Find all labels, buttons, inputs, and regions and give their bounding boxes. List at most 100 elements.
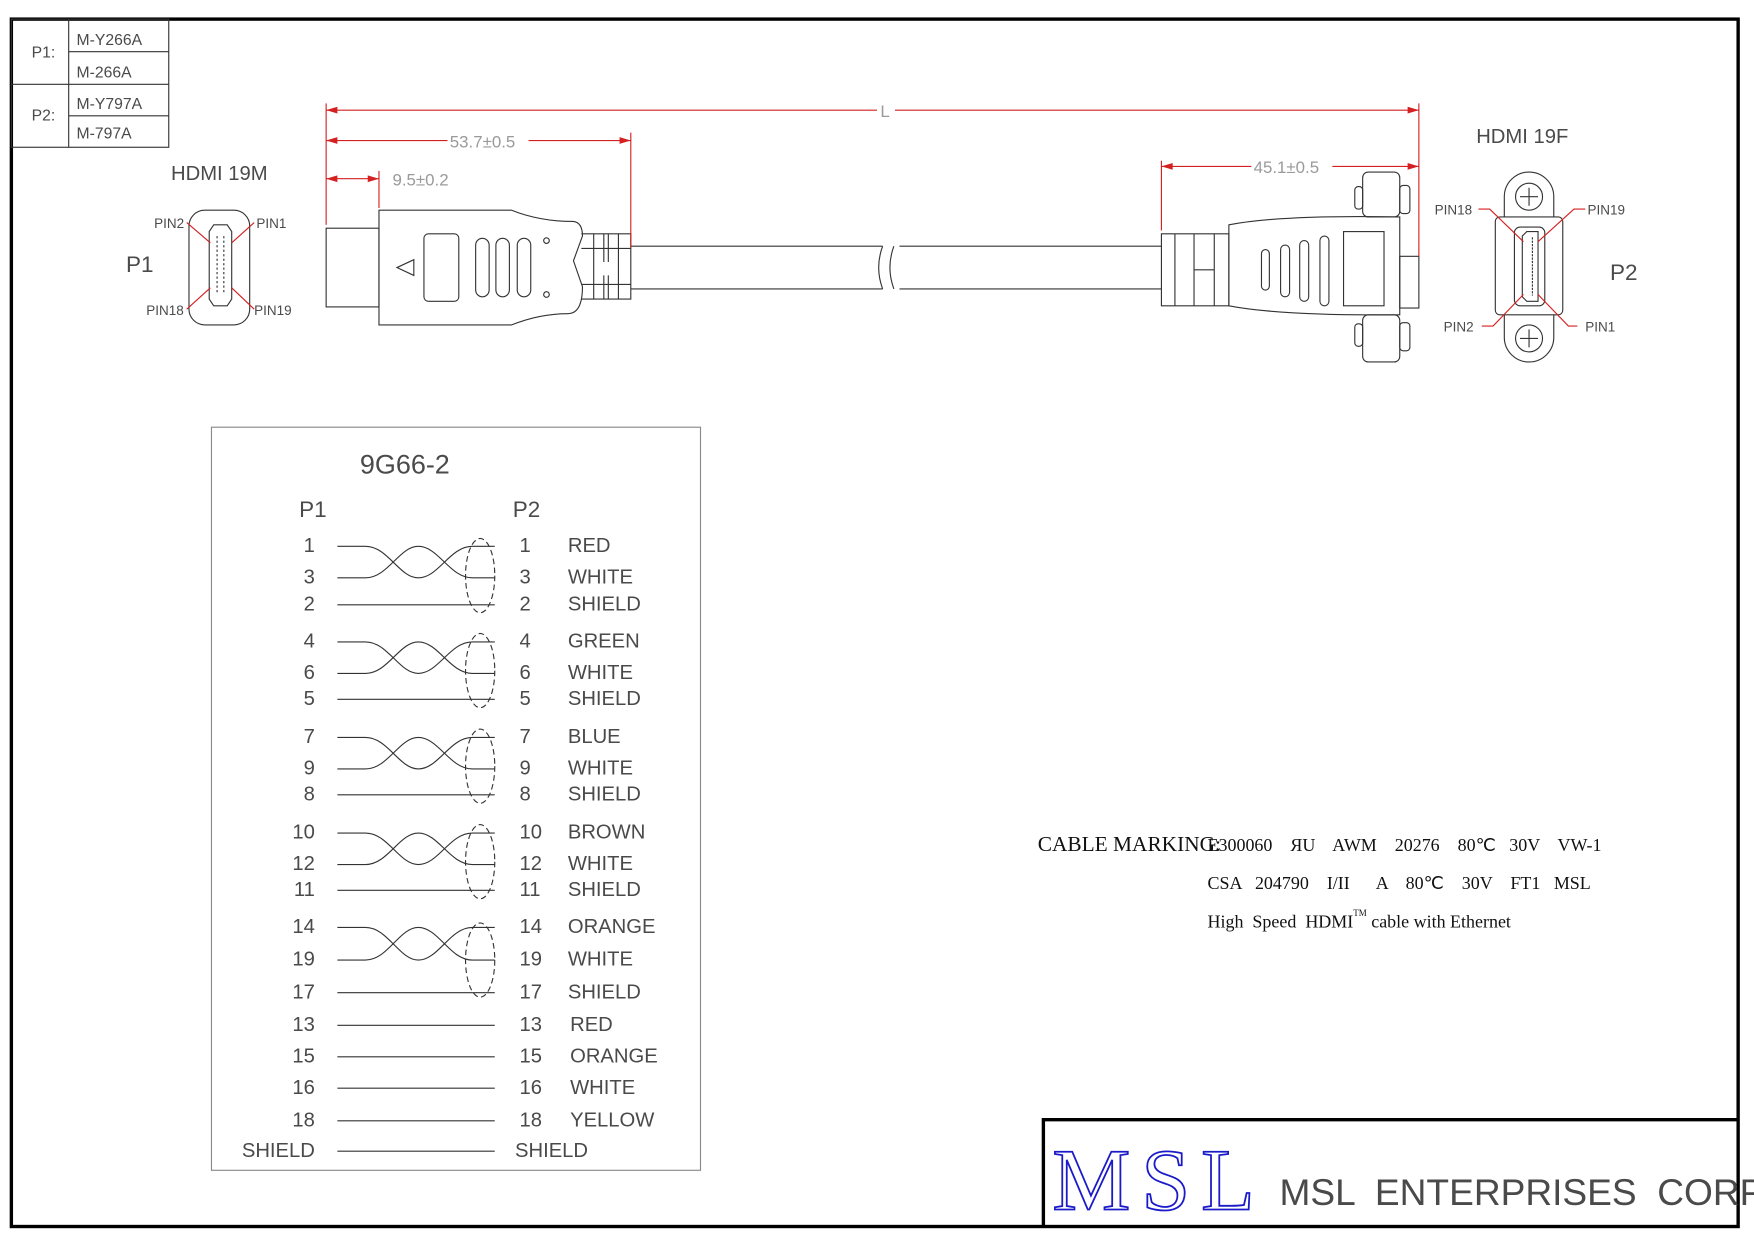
wiring-p2-header: P2	[513, 497, 540, 522]
p1-pin-number: 10	[292, 822, 314, 844]
twisted-pair-wire	[337, 736, 495, 770]
p2-pin-number: 5	[520, 688, 531, 710]
p1-pin-number: 2	[304, 593, 315, 615]
cable-marking-line: High Speed HDMITM cable with Ethernet	[1208, 908, 1511, 931]
shield-ellipse	[464, 824, 496, 900]
twisted-pair-wire	[337, 926, 495, 961]
parts-table-p2-label: P2:	[32, 107, 56, 124]
twisted-pair-wire	[337, 926, 495, 961]
p1-label: P1	[126, 252, 153, 277]
p1-pin-number: 5	[304, 688, 315, 710]
wiring-title: 9G66-2	[360, 449, 450, 479]
p2-pin-number: 15	[520, 1045, 543, 1067]
p2-pin-number: SHIELD	[515, 1140, 588, 1162]
parts-table-part: M-797A	[77, 125, 133, 142]
p1-pin-label: PIN18	[146, 303, 183, 318]
twisted-pair-wire	[337, 832, 495, 866]
shield-ellipse	[464, 632, 496, 709]
p1-pin-number: 16	[292, 1077, 314, 1099]
shield-ellipse	[464, 537, 496, 614]
p2-pin-label: PIN2	[1444, 320, 1474, 335]
p1-pin-number: 3	[304, 566, 315, 588]
p2-title: HDMI 19F	[1476, 126, 1568, 148]
msl-logo: MSL	[1052, 1132, 1254, 1229]
wire-color-label: SHIELD	[568, 981, 641, 1003]
company-name: MSL ENTERPRISES CORP.	[1279, 1171, 1754, 1213]
wire-color-label: BROWN	[568, 822, 646, 844]
p2-pin-label: PIN1	[1585, 320, 1615, 335]
parts-table-part: M-Y266A	[77, 32, 143, 49]
p2-pin-number: 1	[520, 535, 531, 557]
p2-label: P2	[1610, 260, 1637, 285]
parts-table-p1-label: P1:	[32, 44, 56, 61]
twisted-pair-wire	[337, 545, 495, 579]
wire-color-label: RED	[568, 535, 611, 557]
cable-marking-label: CABLE MARKING:	[1038, 832, 1221, 856]
p2-pin-number: 12	[520, 853, 543, 875]
p1-pin-number: 14	[292, 916, 314, 938]
p2-pin-label: PIN19	[1587, 203, 1624, 218]
dimension-overall-length: L	[880, 102, 889, 121]
twisted-pair-wire	[337, 641, 495, 674]
p1-pin-number: 19	[292, 949, 314, 971]
wire-color-label: BLUE	[568, 726, 621, 748]
twisted-pair-wire	[337, 736, 495, 770]
p2-pin-number: 9	[520, 758, 531, 780]
p2-pin-number: 16	[520, 1077, 543, 1099]
p1-pin-label: PIN2	[154, 216, 184, 231]
wiring-p1-header: P1	[299, 497, 326, 522]
wire-color-label: WHITE	[568, 566, 633, 588]
wire-color-label: WHITE	[568, 758, 633, 780]
p2-pin-number: 3	[520, 566, 531, 588]
p1-title: HDMI 19M	[171, 163, 268, 185]
wire-color-label: SHIELD	[568, 879, 641, 901]
p2-pin-number: 11	[520, 879, 541, 901]
p2-pin-number: 7	[520, 726, 531, 748]
twisted-pair-wire	[337, 832, 495, 866]
p2-connector-face: HDMI 19F P2 PIN18 PIN19 PIN2 PIN1	[1435, 126, 1637, 363]
wire-color-label: SHIELD	[568, 593, 641, 615]
p2-pin-number: 8	[520, 783, 531, 805]
p1-pin-number: 8	[304, 783, 315, 805]
dimension-p1-tip: 9.5±0.2	[392, 170, 448, 189]
p1-pin-number: 1	[304, 535, 315, 557]
cable-marking: CABLE MARKING: E300060 ЯU AWM 20276 80℃ …	[1038, 832, 1602, 931]
p2-pin-label: PIN18	[1435, 203, 1472, 218]
p1-connector-face: HDMI 19M P1 PIN2 PIN1 PIN18 PIN19	[126, 163, 292, 326]
p1-pin-label: PIN1	[256, 216, 286, 231]
dimension-lines: L 53.7±0.5 9.5±0.2 45.1±0.5	[325, 101, 1420, 257]
wire-color-label: GREEN	[568, 631, 640, 653]
p1-pin-number: 15	[292, 1045, 314, 1067]
drawing-frame	[9, 17, 1740, 1229]
p1-pin-number: 13	[292, 1014, 314, 1036]
dimension-p1-length: 53.7±0.5	[450, 132, 516, 151]
p1-pin-number: 17	[292, 981, 314, 1003]
wire-color-label: ORANGE	[570, 1045, 658, 1067]
dimension-p2-length: 45.1±0.5	[1254, 158, 1320, 177]
cable-marking-line: CSA 204790 I/II A 80℃ 30V FT1 MSL	[1208, 873, 1591, 893]
p1-pin-number: SHIELD	[242, 1140, 315, 1162]
cable-marking-line: E300060 ЯU AWM 20276 80℃ 30V VW-1	[1208, 835, 1602, 855]
p2-pin-number: 2	[520, 593, 531, 615]
p2-pin-number: 19	[520, 949, 543, 971]
parts-table-part: M-Y797A	[77, 96, 143, 113]
p2-pin-number: 14	[520, 916, 543, 938]
p2-pin-number: 13	[520, 1014, 543, 1036]
p1-pin-number: 7	[304, 726, 315, 748]
shield-ellipse	[464, 728, 496, 804]
wire-color-label: WHITE	[568, 662, 633, 684]
twisted-pair-wire	[337, 641, 495, 674]
p2-pin-number: 17	[520, 981, 543, 1003]
p1-pin-number: 9	[304, 758, 315, 780]
p2-pin-number: 6	[520, 662, 531, 684]
p1-pin-number: 6	[304, 662, 315, 684]
wire-color-label: WHITE	[568, 949, 633, 971]
wire-color-label: WHITE	[568, 853, 633, 875]
p1-pin-number: 18	[292, 1109, 314, 1131]
p1-pin-number: 4	[304, 631, 315, 653]
title-block: MSL MSL ENTERPRISES CORP.	[1041, 1118, 1754, 1230]
parts-table-part: M-266A	[77, 65, 133, 82]
cable-assembly	[325, 171, 1420, 363]
